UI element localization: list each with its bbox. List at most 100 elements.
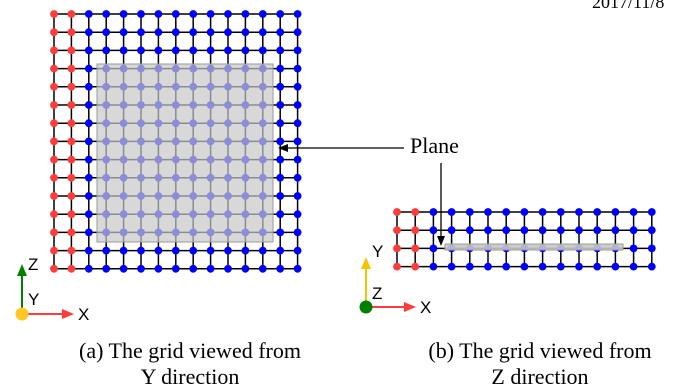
grid-node [84,28,93,37]
grid-node [276,264,285,273]
grid-node [556,262,565,271]
grid-node [447,226,456,235]
plane-callout [278,144,445,246]
grid-node [119,46,128,55]
grid-node [293,264,302,273]
grid-node [102,46,111,55]
axis-label-x: X [78,305,89,324]
fixed-node [393,244,401,253]
grid-node [84,264,93,273]
grid-node [276,28,285,37]
fixed-node [393,208,401,216]
grid-node [611,208,620,216]
grid-node [293,101,302,109]
fixed-node [67,82,76,91]
grid-node [276,155,285,164]
grid-node [84,173,93,182]
grid-node [293,173,302,182]
grid-node [137,28,145,37]
fixed-node [50,64,58,73]
grid-node [84,137,93,146]
grid-node [137,10,145,18]
grid-node [189,246,198,255]
grid-node [276,192,285,200]
axis-triad-y-view: Z Y X [15,255,89,324]
grid-node [520,208,529,216]
fixed-node [67,64,76,73]
grid-node [206,246,215,255]
caption-y-view: (a) The grid viewed from Y direction [40,338,340,390]
fixed-node [50,137,58,146]
grid-node [502,208,511,216]
grid-node [611,262,620,271]
grid-node [137,246,145,255]
grid-node [206,264,215,273]
grid-node [258,264,267,273]
grid-node [102,28,111,37]
fixed-node [67,119,76,128]
grid-node [276,228,285,237]
grid-node [276,210,285,219]
grid-node [538,226,547,235]
grid-node [293,64,302,73]
grid-node [293,119,302,128]
grid-node [206,10,215,18]
fixed-node [67,28,76,37]
grid-node [189,46,198,55]
grid-node [293,155,302,164]
fixed-node [411,208,420,216]
grid-node [84,155,93,164]
fixed-node [50,173,58,182]
grid-node [276,82,285,91]
grid-node [119,28,128,37]
grid-node [224,28,232,37]
grid-node [84,246,93,255]
grid-node [447,208,456,216]
fixed-node [50,264,58,273]
grid-node [224,246,232,255]
grid-node [276,246,285,255]
grid-node [647,262,656,271]
grid-node [538,262,547,271]
grid-node [276,173,285,182]
grid-node [629,244,638,253]
grid-node [206,46,215,55]
grid-node [520,226,529,235]
grid-node [593,208,602,216]
grid-node [538,208,547,216]
caption-line: (b) The grid viewed from [428,338,652,363]
grid-node [293,28,302,37]
grid-node [154,46,163,55]
fixed-node [50,228,58,237]
grid-node [429,226,438,235]
fixed-node [67,228,76,237]
axis-triad-z-view: Y Z X [359,242,431,317]
plane-region-y-view [96,63,274,243]
caption-line: Y direction [140,364,240,389]
grid-node [84,10,93,18]
axis-label-y: Y [372,242,383,261]
grid-node [293,82,302,91]
grid-node [276,119,285,128]
grid-node [171,28,180,37]
grid-node [465,208,474,216]
grid-node [611,226,620,235]
grid-node [258,28,267,37]
grid-node [84,64,93,73]
plane-label: Plane [410,133,459,158]
grid-node [484,226,492,235]
grid-node [276,46,285,55]
grid-node [241,28,250,37]
grid-node [206,28,215,37]
grid-node [629,262,638,271]
fixed-node [50,246,58,255]
grid-node [189,10,198,18]
grid-node [84,119,93,128]
grid-node [137,264,145,273]
grid-node [154,28,163,37]
grid-node [429,208,438,216]
fixed-node [411,244,420,253]
grid-node [84,101,93,109]
grid-node [276,10,285,18]
grid-node [484,208,492,216]
